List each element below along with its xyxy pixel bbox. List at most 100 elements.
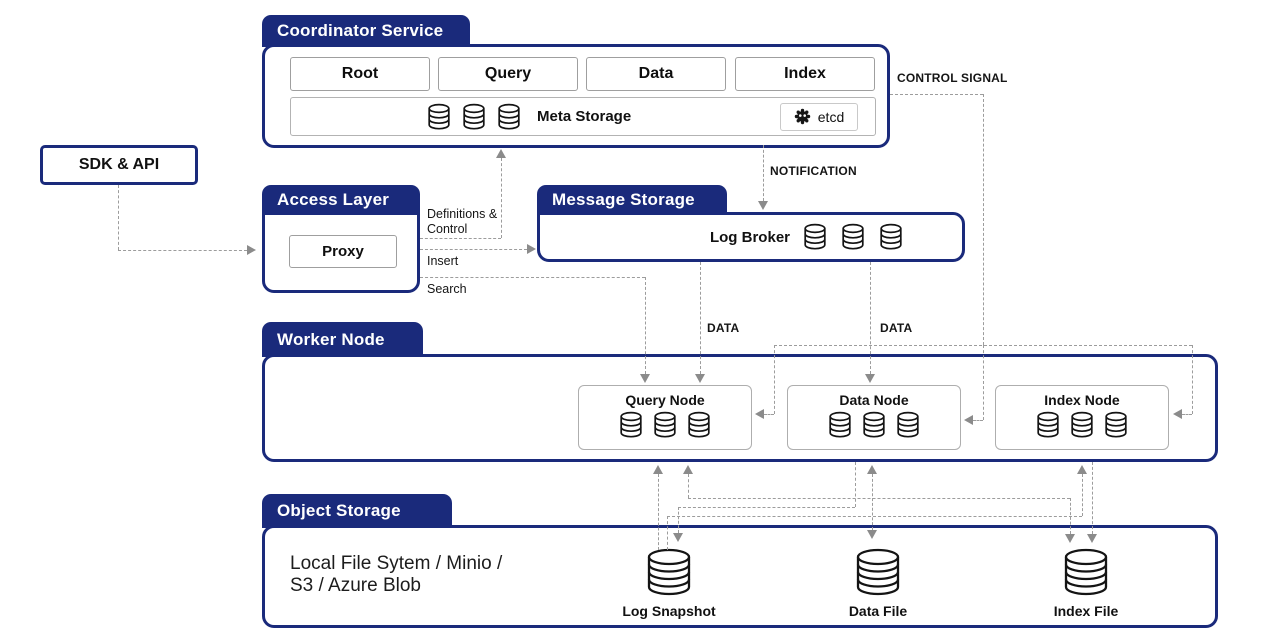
index-node-box: Index Node <box>995 385 1169 450</box>
edge-sdk-to-proxy-h <box>118 250 247 251</box>
etcd-gear-icon <box>794 108 811 125</box>
notification-label: NOTIFICATION <box>770 164 857 178</box>
edge-control-to-query-v <box>774 345 775 414</box>
query-coordinator-box: Query <box>438 57 578 91</box>
query-node-databases <box>618 411 712 439</box>
arrowhead-notification <box>758 201 768 210</box>
edge-control-signal-v1 <box>983 94 984 345</box>
edge-sdk-to-proxy-v <box>118 185 119 250</box>
database-icon <box>827 411 853 439</box>
proxy-box: Proxy <box>289 235 397 268</box>
edge-datanode-logsnapshot-v1 <box>855 462 856 507</box>
etcd-box: etcd <box>780 102 858 131</box>
edge-query-indexfile-h <box>688 498 1070 499</box>
index-file-group: Index File <box>1016 548 1156 619</box>
access-layer-panel: Proxy <box>262 212 420 293</box>
database-icon <box>861 411 887 439</box>
arrowhead-into-access-layer <box>247 245 256 255</box>
edge-data-to-data-node-v <box>870 262 871 374</box>
index-node-label: Index Node <box>1044 392 1120 408</box>
log-broker-group: Log Broker <box>710 215 904 259</box>
message-storage-title: Message Storage <box>552 190 695 209</box>
access-layer-title: Access Layer <box>277 190 390 209</box>
root-coordinator-box: Root <box>290 57 430 91</box>
data-node-label: Data Node <box>839 392 909 408</box>
database-icon <box>1063 548 1109 596</box>
edge-logsnapshot-to-query-v <box>658 474 659 550</box>
worker-node-tab: Worker Node <box>262 322 423 357</box>
database-icon <box>840 223 866 251</box>
meta-storage-label: Meta Storage <box>537 108 632 125</box>
edge-query-indexfile-v1 <box>688 474 689 498</box>
object-storage-tab: Object Storage <box>262 494 452 528</box>
edge-defcontrol-v <box>501 158 502 238</box>
arrowhead-data-into-data-node <box>865 374 875 383</box>
data-node-box: Data Node <box>787 385 961 450</box>
sdk-api-box: SDK & API <box>40 145 198 185</box>
data-coordinator-label: Data <box>638 65 674 82</box>
edge-datanode-datafile-v <box>872 474 873 530</box>
edge-search-h <box>420 277 645 278</box>
object-storage-description-line2: S3 / Azure Blob <box>290 575 421 596</box>
data-coordinator-box: Data <box>586 57 726 91</box>
arrowhead-datanode-into-data-file <box>867 530 877 539</box>
coordinator-service-title: Coordinator Service <box>277 21 444 40</box>
arrowhead-datafile-into-data-node <box>867 465 877 474</box>
database-icon <box>426 103 452 131</box>
object-storage-title: Object Storage <box>277 501 401 520</box>
edge-logsnapshot-indexnode-h <box>667 516 1082 517</box>
query-node-label: Query Node <box>625 392 705 408</box>
database-icon <box>1103 411 1129 439</box>
data-file-label: Data File <box>848 603 908 619</box>
search-label: Search <box>427 282 467 296</box>
edge-logsnapshot-indexnode-v1 <box>667 516 668 550</box>
index-node-databases <box>1035 411 1129 439</box>
database-icon <box>1069 411 1095 439</box>
log-snapshot-label: Log Snapshot <box>622 603 716 619</box>
root-coordinator-label: Root <box>341 65 379 82</box>
worker-node-title: Worker Node <box>277 329 385 349</box>
access-layer-tab: Access Layer <box>262 185 420 215</box>
edge-data-to-query-node-v <box>700 262 701 374</box>
edge-datanode-logsnapshot-h <box>678 507 855 508</box>
database-icon <box>652 411 678 439</box>
edge-control-to-data-h <box>973 420 983 421</box>
edge-logsnapshot-indexnode-v2 <box>1082 474 1083 516</box>
index-coordinator-box: Index <box>735 57 875 91</box>
arrowhead-logsnapshot-into-index-node <box>1077 465 1087 474</box>
edge-search-v <box>645 277 646 374</box>
edge-control-to-index-h <box>1182 414 1192 415</box>
coordinator-service-panel: Root Query Data Index Meta Storage etcd <box>262 44 890 148</box>
database-icon <box>496 103 522 131</box>
sdk-api-label: SDK & API <box>78 156 160 173</box>
data-file-group: Data File <box>808 548 948 619</box>
coordinator-service-tab: Coordinator Service <box>262 15 470 47</box>
etcd-label: etcd <box>817 108 845 125</box>
database-icon <box>855 548 901 596</box>
edge-control-signal-h1 <box>890 94 983 95</box>
edge-notification-v <box>763 145 764 201</box>
arrowhead-control-into-query-node <box>755 409 764 419</box>
database-icon <box>878 223 904 251</box>
data-node-databases <box>827 411 921 439</box>
edge-indexnode-indexfile-v <box>1092 462 1093 534</box>
arrowhead-control-into-index-node <box>1173 409 1182 419</box>
database-icon <box>686 411 712 439</box>
meta-storage-content: Meta Storage <box>426 98 631 135</box>
edge-control-to-index-v <box>1192 345 1193 414</box>
arrowhead-indexfile-into-query-node <box>683 465 693 474</box>
data-label-right: DATA <box>880 321 913 335</box>
edge-control-to-data-v <box>983 345 984 420</box>
log-snapshot-group: Log Snapshot <box>599 548 739 619</box>
arrowhead-into-message-storage <box>527 244 536 254</box>
arrowhead-control-into-data-node <box>964 415 973 425</box>
insert-label: Insert <box>427 254 459 268</box>
meta-storage-box: Meta Storage etcd <box>290 97 876 136</box>
worker-node-panel: Query Node Data Node Index Node <box>262 354 1218 462</box>
index-coordinator-label: Index <box>784 65 826 82</box>
proxy-label: Proxy <box>322 243 364 260</box>
database-icon <box>895 411 921 439</box>
edge-datanode-logsnapshot-v2 <box>678 507 679 533</box>
index-file-label: Index File <box>1053 603 1119 619</box>
object-storage-panel: Local File Sytem / Minio / S3 / Azure Bl… <box>262 525 1218 628</box>
